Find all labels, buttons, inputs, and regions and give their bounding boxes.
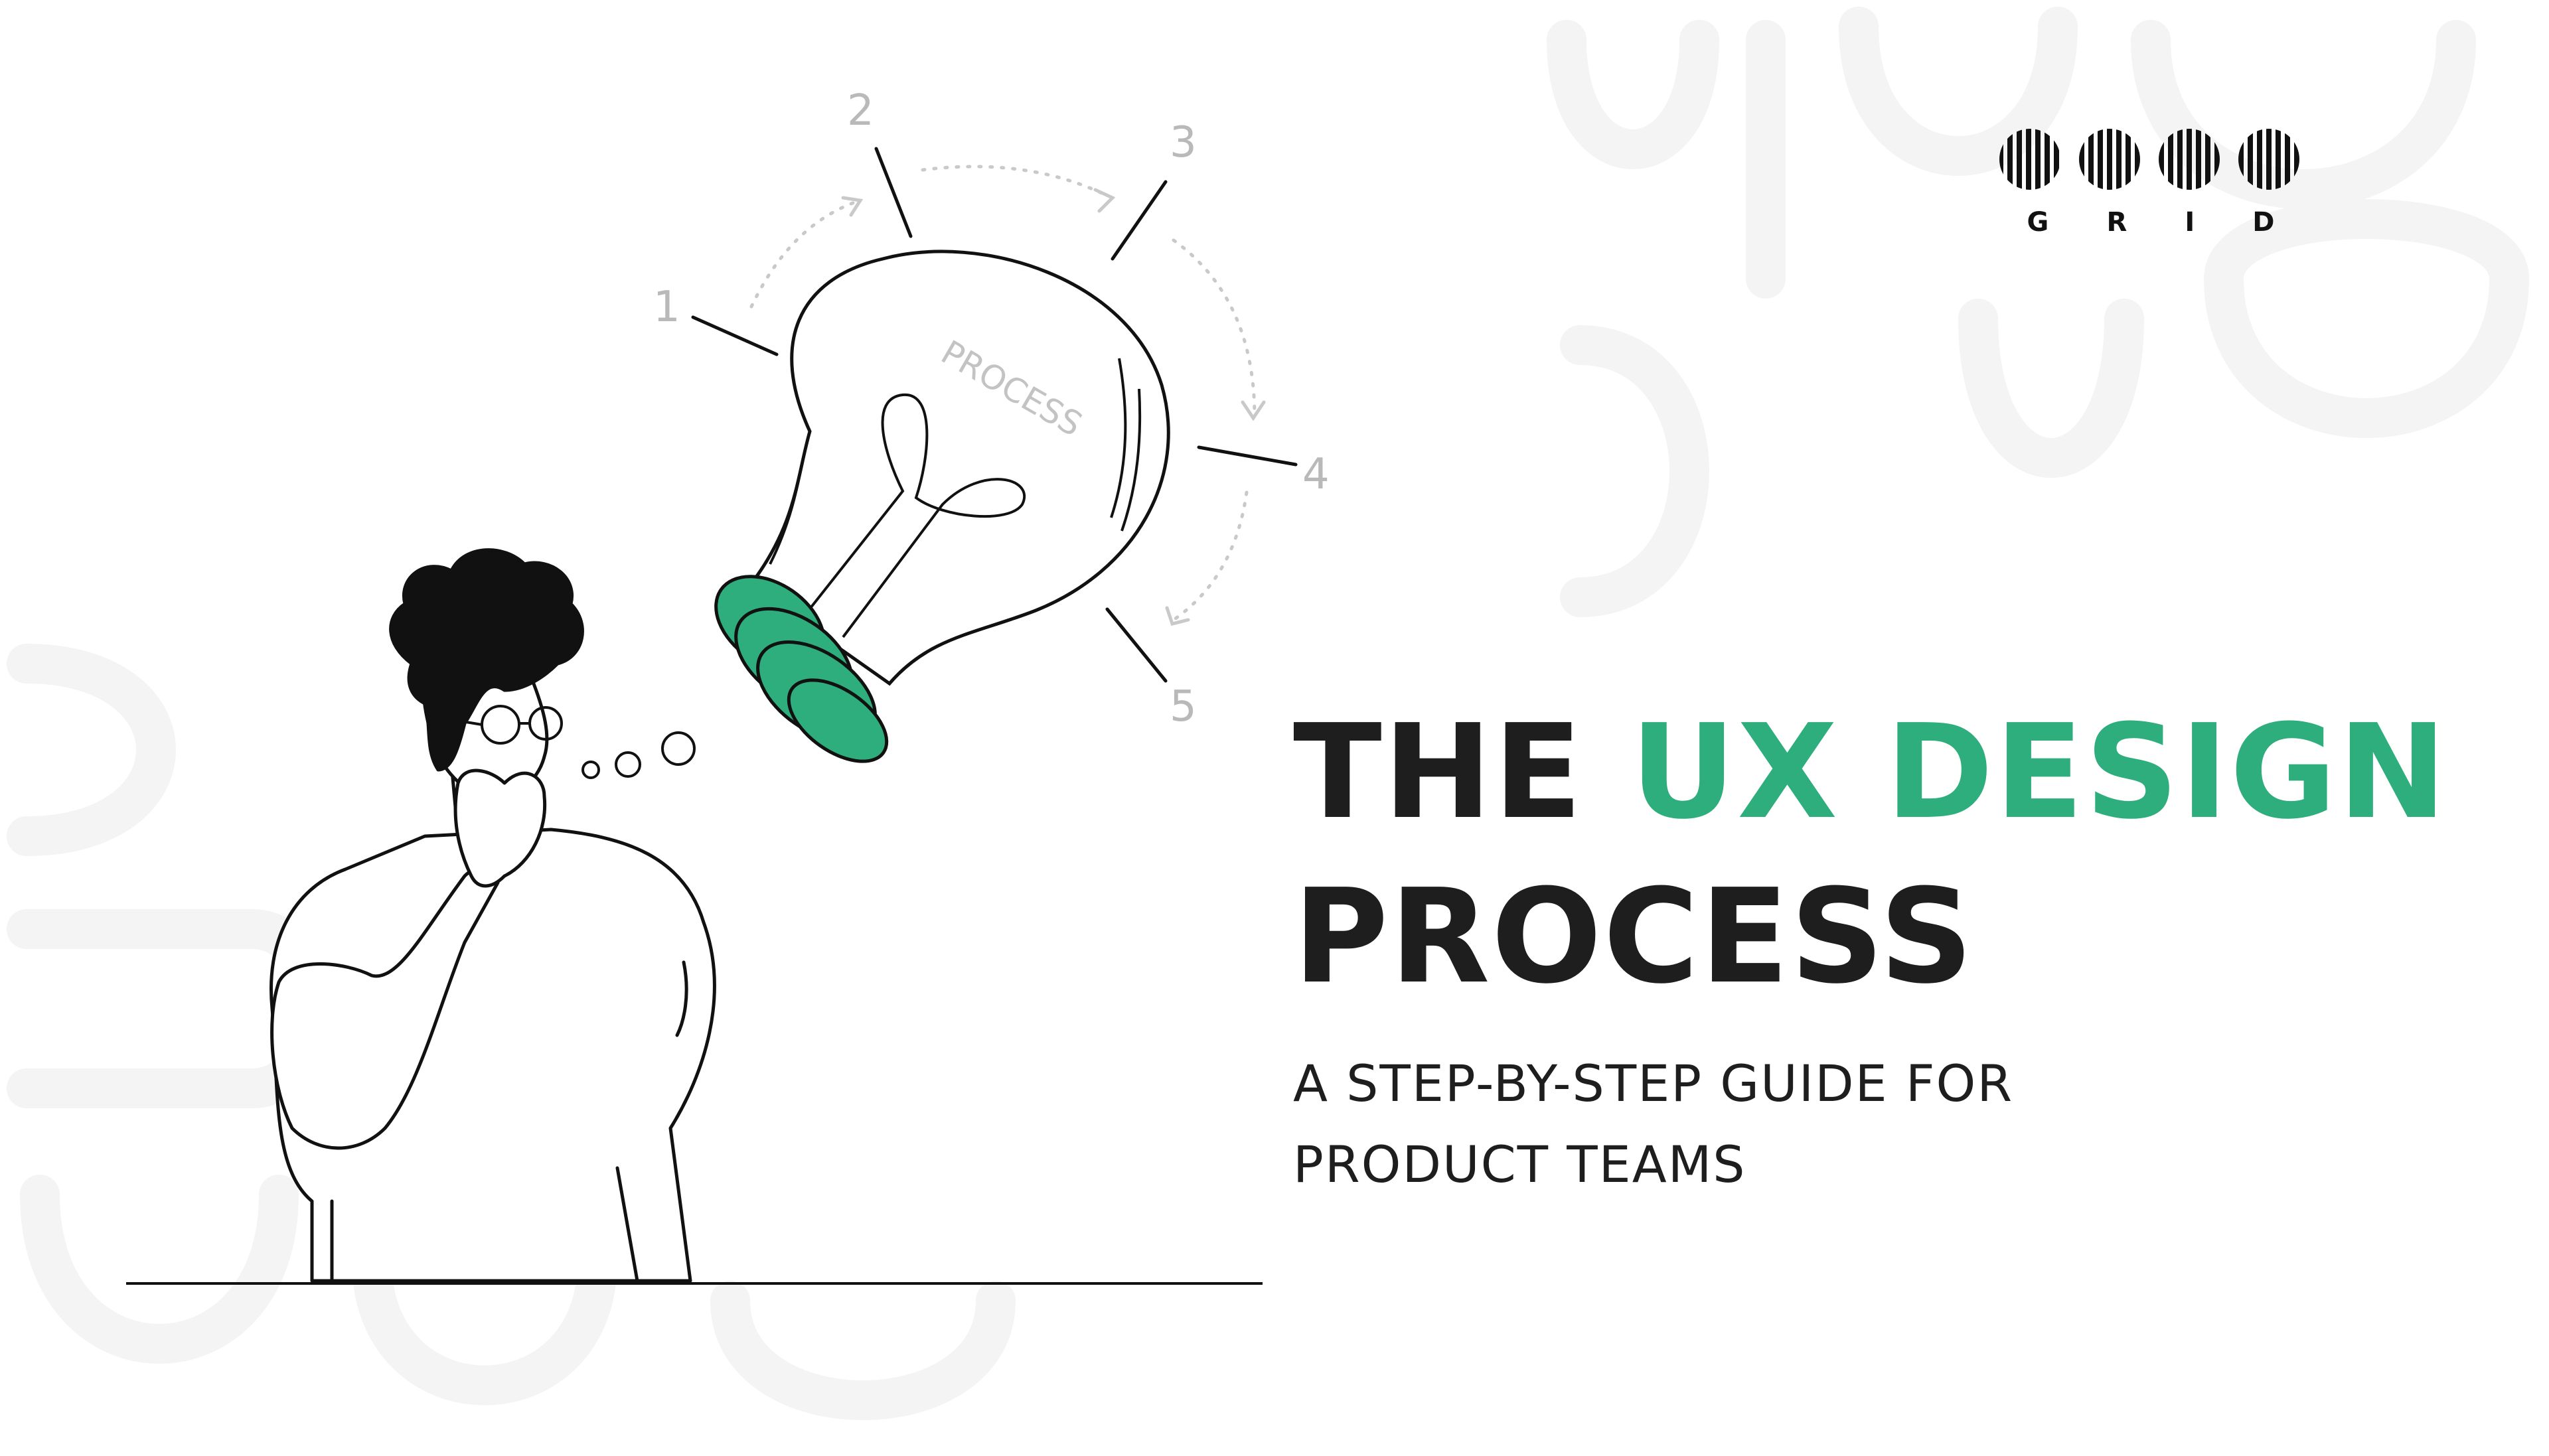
subtitle-line-1: A STEP-BY-STEP GUIDE FOR [1293, 1054, 2014, 1113]
step-number-4: 4 [1302, 450, 1330, 499]
page-subtitle: A STEP-BY-STEP GUIDE FOR PRODUCT TEAMS [1293, 1043, 2013, 1205]
bulb-base [714, 575, 889, 763]
bulb-filament [802, 393, 1026, 638]
thought-bubbles [581, 731, 696, 779]
step-number-1: 1 [653, 283, 680, 332]
logo-letter: R [2106, 207, 2127, 238]
logo-letter: D [2252, 207, 2275, 238]
person-arm [270, 867, 500, 1150]
step-numbers: 1 2 3 4 5 [653, 86, 1330, 731]
person-torso [270, 828, 716, 1283]
light-rays [691, 147, 1298, 683]
light-bulb: PROCESS [714, 250, 1170, 763]
grid-logo [1999, 129, 2299, 190]
bulb-glass [747, 250, 1170, 686]
step-number-5: 5 [1170, 682, 1197, 731]
process-cycle-arrows [749, 165, 1257, 622]
arrowheads [841, 188, 1266, 626]
step-number-2: 2 [847, 86, 874, 135]
step-number-3: 3 [1170, 118, 1197, 167]
person-hair [389, 548, 584, 772]
person-hand [453, 768, 547, 888]
logo-letter: G [2027, 207, 2049, 238]
thinking-person [270, 548, 716, 1283]
logo-mark-g [1999, 129, 2059, 190]
title-accent: UX DESIGN [1630, 697, 2448, 848]
logo-letter: I [2185, 207, 2195, 238]
subtitle-line-2: PRODUCT TEAMS [1293, 1135, 1746, 1194]
title-word-the: THE [1293, 697, 1584, 848]
page-title: THE UX DESIGN PROCESS [1293, 690, 2448, 1019]
logo-mark-d [2238, 129, 2299, 190]
logo-mark-r [2079, 129, 2140, 190]
logo-wordmark: G R I D [1998, 207, 2303, 238]
logo-mark-i [2159, 129, 2220, 190]
title-line-2: PROCESS [1293, 861, 1975, 1013]
